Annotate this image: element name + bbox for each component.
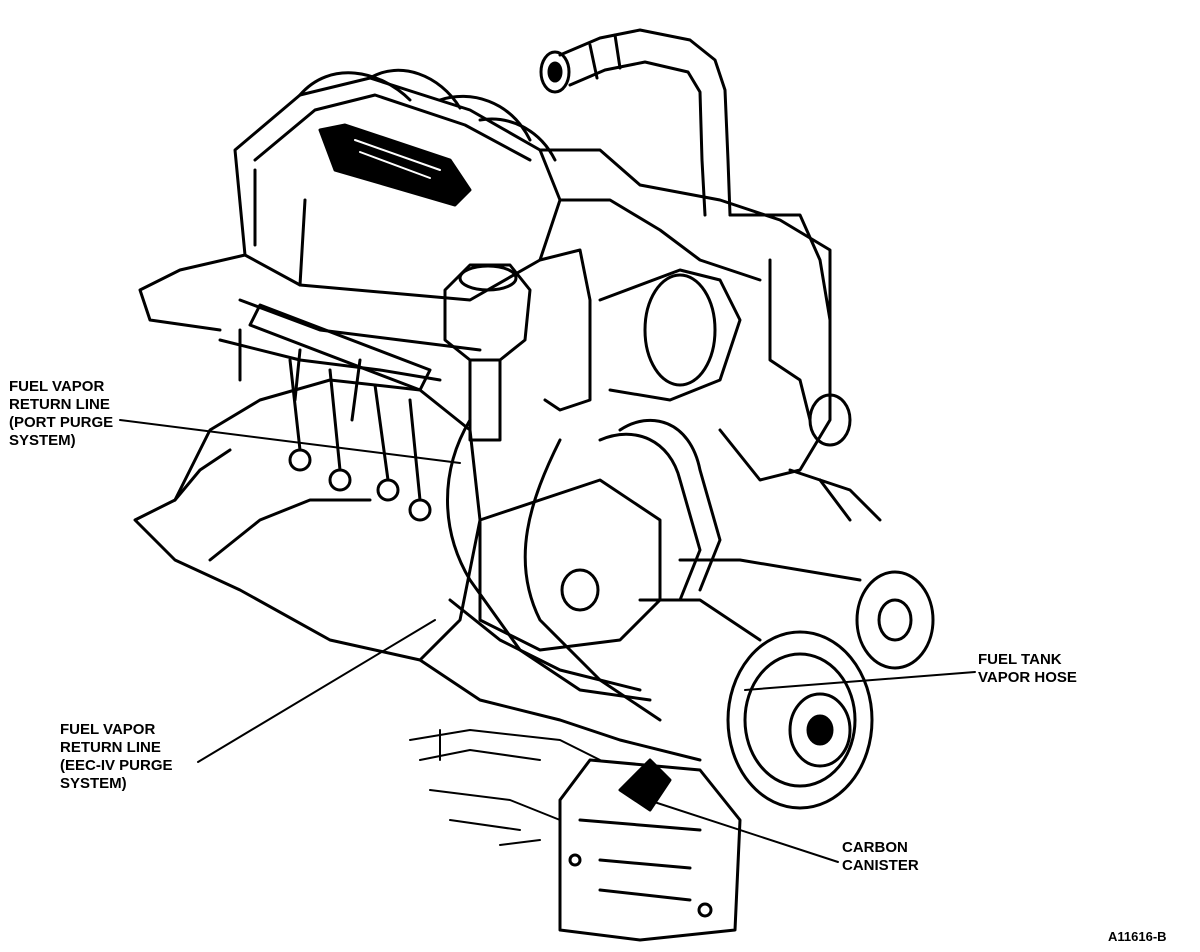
callout-fuel-tank-hose-line1: FUEL TANK bbox=[978, 651, 1062, 668]
callout-port-purge-line4: SYSTEM) bbox=[9, 432, 76, 449]
callout-carbon-canister-line2: CANISTER bbox=[842, 857, 919, 874]
callout-fuel-tank-hose: FUEL TANK VAPOR HOSE bbox=[978, 651, 1077, 687]
vapor-tube-top bbox=[539, 28, 732, 217]
callout-eec-purge-line2: RETURN LINE bbox=[60, 739, 161, 756]
callout-eec-purge-line4: SYSTEM) bbox=[60, 775, 127, 792]
leader-lines bbox=[119, 419, 976, 863]
callout-port-purge-line1: FUEL VAPOR bbox=[9, 378, 105, 395]
carbon-canister bbox=[558, 758, 742, 942]
exhaust-manifold bbox=[133, 298, 482, 662]
callout-carbon-canister: CARBON CANISTER bbox=[842, 839, 919, 875]
callout-port-purge-line2: RETURN LINE bbox=[9, 396, 110, 413]
vapor-hoses bbox=[446, 418, 722, 722]
callout-port-purge: FUEL VAPOR RETURN LINE (PORT PURGE SYSTE… bbox=[9, 378, 113, 450]
callout-eec-purge-line3: (EEC-IV PURGE bbox=[60, 757, 173, 774]
intake-runners bbox=[298, 68, 832, 322]
callout-port-purge-line3: (PORT PURGE bbox=[9, 414, 114, 431]
engine-block-right bbox=[718, 213, 882, 522]
fuel-rail bbox=[248, 303, 432, 522]
callout-fuel-tank-hose-line2: VAPOR HOSE bbox=[978, 669, 1077, 686]
throttle-body bbox=[443, 248, 742, 442]
figure-id: A11616-B bbox=[1108, 929, 1167, 944]
callout-eec-purge: FUEL VAPOR RETURN LINE (EEC-IV PURGE SYS… bbox=[60, 721, 173, 793]
vehicle-floor bbox=[409, 729, 601, 846]
pulleys bbox=[638, 558, 935, 810]
timing-cover bbox=[418, 478, 702, 762]
callout-eec-purge-line1: FUEL VAPOR bbox=[60, 721, 156, 738]
callout-carbon-canister-line1: CARBON bbox=[842, 839, 908, 856]
valve-cover bbox=[138, 76, 562, 332]
